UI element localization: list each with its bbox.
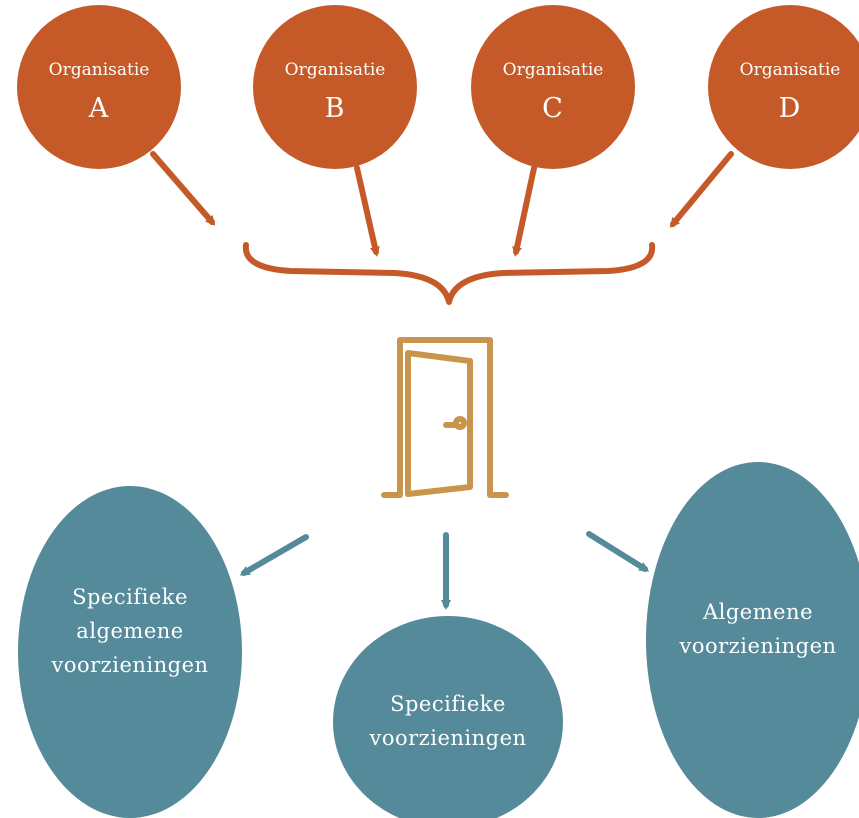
- outcome-left-line-1: Specifieke: [72, 585, 188, 609]
- organisation-b-title: Organisatie: [285, 60, 386, 80]
- arrow-right-out-icon: [586, 531, 650, 572]
- outcome-left-shape: [18, 486, 242, 818]
- organisation-d: Organisatie D: [708, 5, 859, 169]
- arrow-b-icon: [354, 165, 380, 257]
- outcome-left-line-2: algemene: [76, 619, 183, 643]
- outcome-specifieke-algemene: Specifieke algemene voorzieningen: [18, 486, 242, 818]
- outcome-right-shape: [646, 462, 859, 818]
- open-door-icon: [381, 337, 509, 498]
- organisation-b: Organisatie B: [253, 5, 417, 169]
- arrow-c-icon: [512, 165, 537, 257]
- outcome-right-line-1: Algemene: [702, 600, 813, 624]
- outcome-algemene: Algemene voorzieningen: [646, 462, 859, 818]
- organisation-d-circle: [708, 5, 859, 169]
- arrow-left-out-icon: [239, 534, 309, 576]
- outcome-left-line-3: voorzieningen: [50, 653, 208, 677]
- organisation-c-letter: C: [542, 93, 564, 124]
- organisation-c-title: Organisatie: [503, 60, 604, 80]
- door-leaf: [405, 350, 473, 497]
- organisation-c-circle: [471, 5, 635, 169]
- outcome-right-line-2: voorzieningen: [678, 634, 836, 658]
- arrow-d-icon: [669, 151, 734, 228]
- organisation-c: Organisatie C: [471, 5, 635, 169]
- door-frame: [381, 337, 509, 498]
- outcome-middle-shape: [333, 616, 563, 818]
- outcome-middle-line-1: Specifieke: [390, 692, 506, 716]
- organisation-a-title: Organisatie: [49, 60, 150, 80]
- organisation-b-letter: B: [325, 93, 346, 124]
- outcome-specifieke: Specifieke voorzieningen: [333, 616, 563, 818]
- organisation-d-letter: D: [779, 93, 802, 124]
- curly-brace-icon: [242, 242, 656, 305]
- arrow-a-icon: [150, 151, 216, 226]
- organisation-d-title: Organisatie: [740, 60, 841, 80]
- outcome-middle-line-2: voorzieningen: [368, 726, 526, 750]
- organisation-b-circle: [253, 5, 417, 169]
- door-knob: [453, 416, 467, 430]
- organisation-a: Organisatie A: [17, 5, 181, 169]
- organisation-a-letter: A: [88, 93, 110, 124]
- organisation-a-circle: [17, 5, 181, 169]
